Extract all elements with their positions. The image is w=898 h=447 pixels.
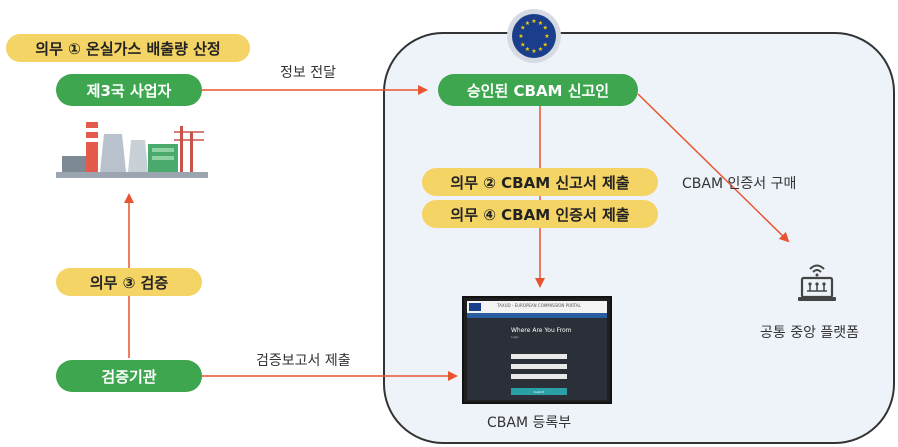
svg-text:★: ★: [525, 20, 530, 27]
svg-text:★: ★: [544, 33, 549, 40]
arrow-certificate-purchase: [637, 93, 790, 243]
obligation-4-badge: 의무 ④ CBAM 인증서 제출: [422, 200, 658, 228]
svg-text:★: ★: [538, 20, 543, 27]
portal-header-text: TAXUD - EUROPEAN COMMISSION PORTAL: [497, 303, 581, 308]
factory-icon: [56, 118, 208, 182]
svg-text:★: ★: [538, 46, 543, 53]
svg-text:★: ★: [518, 33, 523, 40]
obligation-1-badge: 의무 ① 온실가스 배출량 산정: [6, 34, 250, 62]
portal-submit-button: Submit: [511, 388, 567, 395]
svg-text:★: ★: [543, 42, 548, 49]
svg-text:★: ★: [520, 25, 525, 32]
cbam-registry-label: CBAM 등록부: [487, 415, 572, 431]
svg-text:★: ★: [531, 18, 536, 25]
third-country-operator-node: 제3국 사업자: [56, 74, 202, 106]
portal-heading: Where Are You From: [511, 327, 572, 334]
central-platform-label: 공통 중앙 플랫폼: [760, 325, 860, 341]
portal-eu-logo-icon: [469, 303, 481, 311]
verifier-node: 검증기관: [56, 360, 202, 392]
svg-text:★: ★: [525, 46, 530, 53]
eu-flag-icon: ★★★ ★★★ ★★★ ★★★: [506, 8, 562, 64]
cbam-registry-portal-screenshot: TAXUD - EUROPEAN COMMISSION PORTAL Where…: [462, 296, 612, 404]
central-platform-icon: [796, 260, 838, 304]
certificate-purchase-label: CBAM 인증서 구매: [682, 176, 797, 192]
portal-subheading: Login: [511, 335, 520, 339]
cbam-declarant-node: 승인된 CBAM 신고인: [438, 74, 638, 106]
obligation-3-badge: 의무 ③ 검증: [56, 268, 202, 296]
verification-report-label: 검증보고서 제출: [256, 353, 351, 369]
svg-text:★: ★: [543, 25, 548, 32]
portal-form-field-2: [511, 364, 567, 369]
portal-form-field-3: [511, 374, 567, 379]
svg-text:★: ★: [531, 48, 536, 55]
portal-form-field-1: [511, 354, 567, 359]
svg-text:★: ★: [520, 42, 525, 49]
portal-submit-label: Submit: [533, 389, 545, 394]
info-transfer-label: 정보 전달: [280, 65, 336, 81]
obligation-2-badge: 의무 ② CBAM 신고서 제출: [422, 168, 658, 196]
